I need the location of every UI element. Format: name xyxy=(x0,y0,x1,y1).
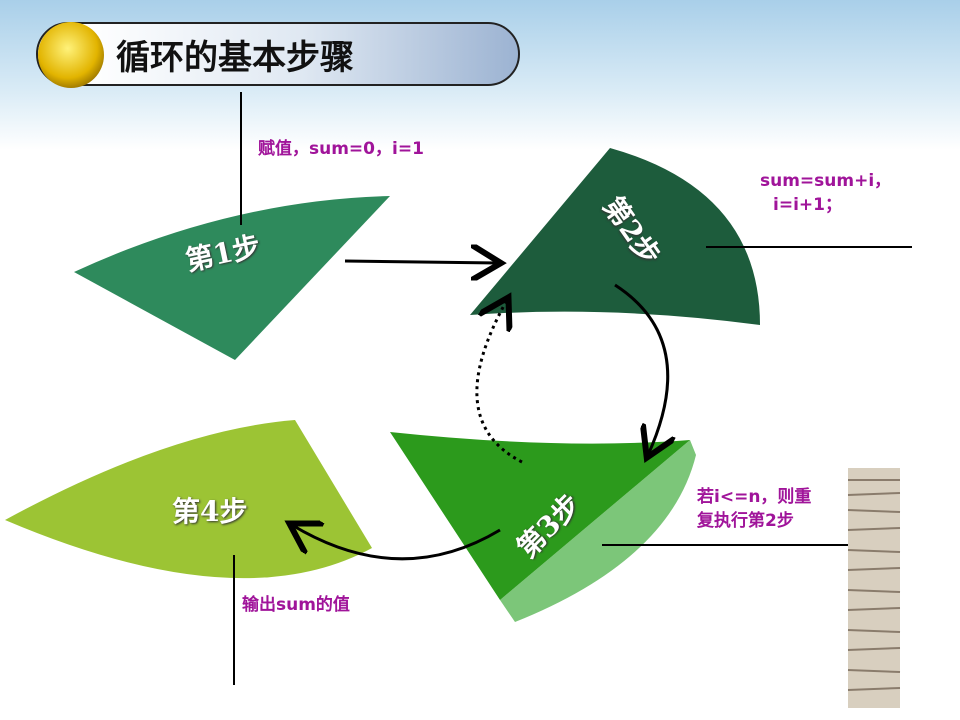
step3-note-line2: 复执行第2步 xyxy=(697,511,794,531)
step4-label: 第4步 xyxy=(172,495,248,528)
loop-arrow-3-to-2 xyxy=(475,300,523,464)
arrow-1-to-2 xyxy=(344,261,498,263)
step2-shape xyxy=(470,148,760,325)
step1-note: 赋值，sum=0，i=1 xyxy=(258,139,424,159)
arrow-2-to-3 xyxy=(614,283,668,455)
title-bar xyxy=(36,22,520,86)
step3-shadow xyxy=(500,440,696,622)
step4-shape xyxy=(5,420,372,579)
page-title: 循环的基本步骤 xyxy=(116,38,354,78)
step2-note-line2: i=i+1； xyxy=(773,195,842,215)
gold-circle-icon xyxy=(38,22,104,88)
arrow-3-to-4 xyxy=(292,525,501,561)
step2-note-line1: sum=sum+i， xyxy=(760,171,892,191)
step3-note-line1: 若i<=n，则重 xyxy=(697,487,812,507)
step4-note: 输出sum的值 xyxy=(242,595,350,615)
book-stack-icon xyxy=(847,468,901,708)
step3-shape xyxy=(390,432,690,600)
step1-shape xyxy=(74,196,390,360)
